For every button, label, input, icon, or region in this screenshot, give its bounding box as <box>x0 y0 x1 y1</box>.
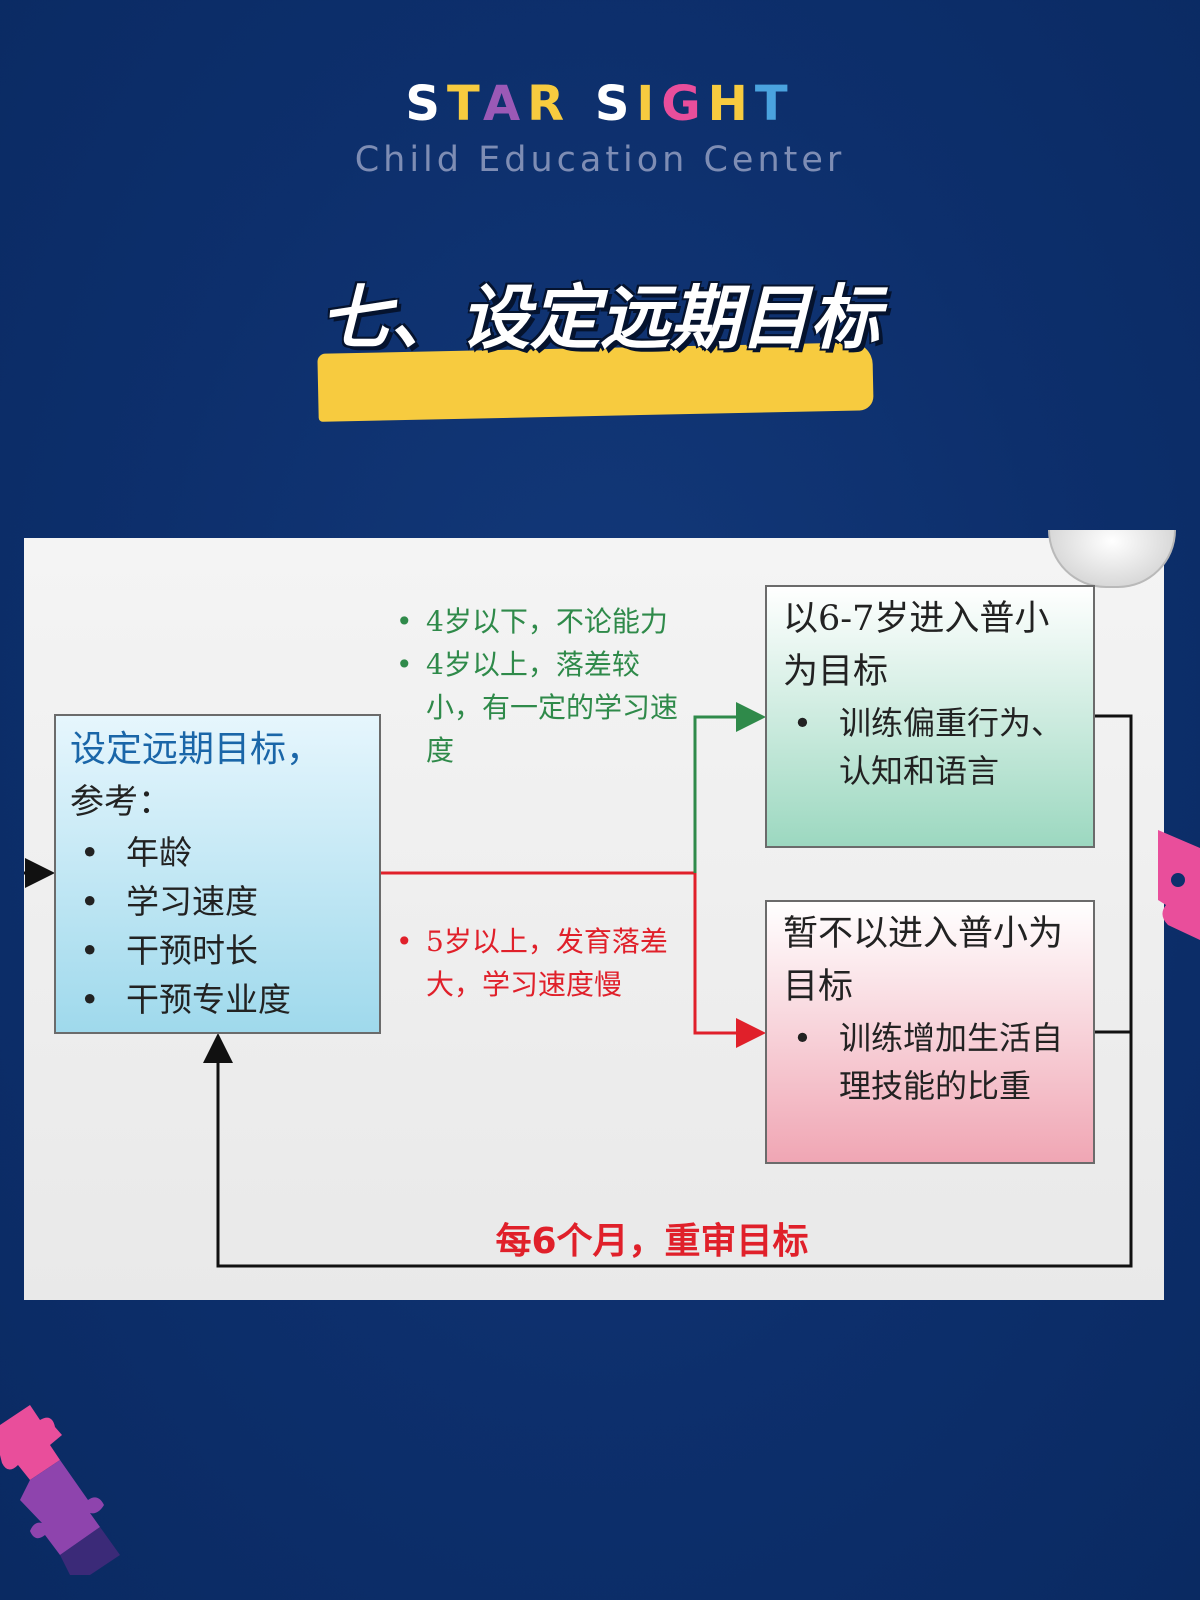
main-box-item: 学习速度 <box>70 877 365 926</box>
main-box-heading: 设定远期目标， <box>70 729 323 770</box>
green-box-heading: 以6-7岁进入普小为目标 <box>783 599 1050 692</box>
life-skills-goal-box: 暂不以进入普小为目标 训练增加生活自理技能的比重 <box>765 900 1095 1164</box>
red-branch-notes: 5岁以上，发育落差大，学习速度慢 <box>392 920 672 1006</box>
brand-letter: S <box>594 76 637 132</box>
mainstream-school-goal-box: 以6-7岁进入普小为目标 训练偏重行为、认知和语言 <box>765 585 1095 848</box>
page-title: 七、设定远期目标 <box>320 277 880 359</box>
green-note: 4岁以上，落差较小，有一定的学习速度 <box>392 643 692 772</box>
puzzle-icon <box>0 1405 120 1575</box>
brand-letter: G <box>661 76 708 132</box>
feedback-loop-arrow <box>203 714 1133 1268</box>
brand-subtitle: Child Education Center <box>354 140 846 180</box>
brand-letter: I <box>636 76 662 132</box>
brand-letter: A <box>482 76 528 132</box>
brand-letter: T <box>446 76 483 132</box>
main-box-item: 年龄 <box>70 828 365 877</box>
green-note: 4岁以下，不论能力 <box>392 600 692 643</box>
main-box-list: 年龄 学习速度 干预时长 干预专业度 <box>70 828 365 1024</box>
pink-box-heading: 暂不以进入普小为目标 <box>783 914 1064 1007</box>
green-branch-notes: 4岁以下，不论能力 4岁以上，落差较小，有一定的学习速度 <box>392 600 692 772</box>
red-note: 5岁以上，发育落差大，学习速度慢 <box>392 920 672 1006</box>
title-block: 七、设定远期目标 <box>0 268 1200 428</box>
brand-letter: T <box>754 76 795 132</box>
main-box-item: 干预专业度 <box>70 975 365 1024</box>
pink-box-list: 训练增加生活自理技能的比重 <box>783 1014 1077 1110</box>
brand-letter: R <box>527 76 572 132</box>
brand-letter: S <box>405 76 447 132</box>
puzzle-icon <box>1158 830 1200 940</box>
red-branch-arrow <box>693 873 766 1048</box>
main-box-subheading: 参考： <box>70 782 172 822</box>
main-box-item: 干预时长 <box>70 926 365 975</box>
brand-logo: STAR SIGHT <box>0 74 1200 134</box>
review-label: 每6个月，重审目标 <box>495 1221 809 1262</box>
green-branch-arrow <box>693 702 766 873</box>
main-goal-box: 设定远期目标， 参考： 年龄 学习速度 干预时长 干预专业度 <box>54 714 381 1034</box>
green-box-item: 训练偏重行为、认知和语言 <box>783 699 1077 795</box>
green-box-list: 训练偏重行为、认知和语言 <box>783 699 1077 795</box>
pink-box-item: 训练增加生活自理技能的比重 <box>783 1014 1077 1110</box>
brand-header: STAR SIGHT Child Education Center <box>0 74 1200 180</box>
brand-letter: H <box>707 76 755 132</box>
